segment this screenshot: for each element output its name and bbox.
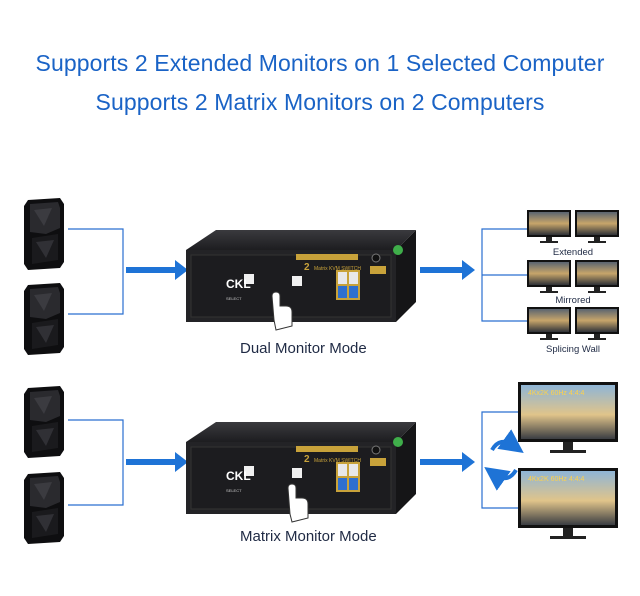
monitor-splicing-right-icon	[575, 307, 619, 340]
pointing-hand-icon	[271, 291, 293, 331]
kvm-select-label: SELECT	[226, 488, 242, 493]
kvm-model-number: 2	[304, 454, 310, 465]
kvm-model-text: Matrix KVM SWITCH	[314, 266, 361, 272]
label-extended: Extended	[552, 247, 594, 258]
label-splicing-wall: Splicing Wall	[545, 344, 601, 355]
monitor-splicing-left-icon	[527, 307, 571, 340]
monitor-badge-bottom: 4Kx2K 60Hz 4:4:4	[528, 476, 585, 483]
computer-2-icon	[24, 283, 64, 355]
computer-3-icon	[24, 386, 64, 458]
swap-arrows-icon	[484, 429, 524, 491]
label-mirrored: Mirrored	[555, 295, 591, 306]
caption-matrix-monitor-mode: Matrix Monitor Mode	[240, 528, 377, 545]
computer-4-icon	[24, 472, 64, 544]
monitor-badge-top: 4Kx2K 60Hz 4:4:4	[528, 390, 585, 397]
headline-extended-monitors: Supports 2 Extended Monitors on 1 Select…	[35, 50, 605, 76]
headline-matrix-monitors: Supports 2 Matrix Monitors on 2 Computer…	[95, 89, 545, 115]
kvm-model-number: 2	[304, 262, 310, 273]
caption-dual-monitor-mode: Dual Monitor Mode	[240, 340, 367, 357]
kvm-brand-logo: CKL	[226, 277, 251, 291]
output-connector-lines-top	[481, 228, 527, 322]
kvm-switch-bottom: CKL 2 Matrix KVM SWITCH SELECT	[185, 421, 417, 523]
arrow-to-kvm-bottom-icon	[126, 452, 188, 472]
input-connector-lines-top	[68, 228, 124, 315]
arrow-to-monitors-top-icon	[420, 260, 475, 280]
kvm-switch-top: CKL 2 Matrix KVM SWITCH SELECT	[185, 229, 417, 331]
kvm-model-text: Matrix KVM SWITCH	[314, 458, 361, 464]
monitor-mirrored-right-icon	[575, 260, 619, 293]
arrow-to-kvm-top-icon	[126, 260, 188, 280]
input-connector-lines-bottom	[68, 419, 124, 506]
monitor-extended-right-icon	[575, 210, 619, 243]
arrow-to-monitors-bottom-icon	[420, 452, 475, 472]
monitor-mirrored-left-icon	[527, 260, 571, 293]
pointing-hand-icon	[287, 483, 309, 523]
kvm-brand-logo: CKL	[226, 469, 251, 483]
kvm-select-label: SELECT	[226, 296, 242, 301]
monitor-extended-left-icon	[527, 210, 571, 243]
computer-1-icon	[24, 198, 64, 270]
output-connector-lines-bottom	[481, 411, 520, 509]
